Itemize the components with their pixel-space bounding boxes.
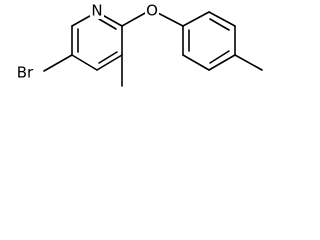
nitrogen-label-bg [90,3,104,19]
double-bond-c3-c4 [98,51,118,64]
bond-c5p-c6p [182,54,210,71]
double-bond-c4p-c5p [209,50,230,64]
double-bond-n-c2 [98,18,117,30]
oxygen-label-bg [145,3,159,19]
bond-o-c1prime [155,11,184,27]
bond-c4-c5 [71,54,98,71]
bond-c2-o [121,11,148,27]
bond-c3-c4 [96,54,123,71]
chemical-structure-diagram: N O Br [8,2,263,87]
benzene-ring [182,11,236,71]
oxygen-label: O [146,2,158,20]
pyridine-ring [71,11,123,71]
bond-c1p-c2p [182,11,210,27]
bond-c2p-c3p [208,11,236,27]
bond-c5-br [43,54,73,72]
bromine-label-bg [8,64,42,82]
bond-c4p-c5p [208,54,236,71]
bromine-label: Br [17,64,34,82]
nitrogen-label: N [91,2,102,20]
double-bond-c2p-c3p [209,18,230,31]
bond-c4p-methyl [234,54,263,71]
